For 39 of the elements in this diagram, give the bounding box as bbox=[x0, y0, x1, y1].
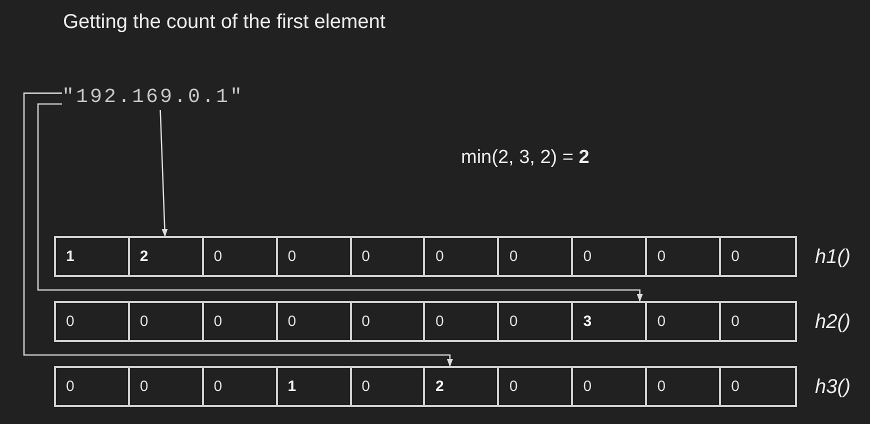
counter-cell: 0 bbox=[721, 368, 795, 405]
counter-cell: 2 bbox=[130, 238, 204, 275]
counter-cell: 0 bbox=[499, 368, 574, 405]
arrow bbox=[23, 92, 453, 367]
hash-function-label: h3() bbox=[815, 374, 851, 398]
counter-cell: 0 bbox=[204, 368, 278, 405]
counter-cell: 0 bbox=[352, 368, 426, 405]
counter-cell: 0 bbox=[647, 238, 722, 275]
counter-cell: 0 bbox=[573, 238, 648, 275]
counter-cell: 0 bbox=[278, 238, 352, 275]
counter-cell: 0 bbox=[352, 303, 426, 340]
counter-cell: 0 bbox=[204, 303, 278, 340]
arrow bbox=[37, 103, 643, 302]
counter-cell: 0 bbox=[278, 303, 352, 340]
counter-cell: 3 bbox=[573, 303, 648, 340]
counter-cell: 0 bbox=[426, 303, 500, 340]
counter-cell: 0 bbox=[721, 303, 795, 340]
counter-cell: 1 bbox=[278, 368, 352, 405]
counter-cell: 0 bbox=[573, 368, 648, 405]
input-string: "192.169.0.1" bbox=[62, 86, 244, 110]
counter-cell: 0 bbox=[647, 368, 722, 405]
counter-cell: 2 bbox=[426, 368, 500, 405]
hash-function-label: h1() bbox=[815, 244, 851, 268]
hash-function-label: h2() bbox=[815, 310, 851, 334]
arrow bbox=[160, 110, 168, 238]
counter-cell: 0 bbox=[499, 238, 574, 275]
counter-cell: 0 bbox=[130, 368, 204, 405]
diagram-title: Getting the count of the first element bbox=[63, 10, 386, 35]
counter-cell: 0 bbox=[426, 238, 500, 275]
counter-cell: 0 bbox=[204, 238, 278, 275]
counter-cell: 0 bbox=[56, 303, 130, 340]
counter-cell: 0 bbox=[352, 238, 426, 275]
counter-cell: 1 bbox=[56, 238, 130, 275]
counter-cell: 0 bbox=[499, 303, 574, 340]
counter-cell: 0 bbox=[130, 303, 204, 340]
counter-cell: 0 bbox=[721, 238, 795, 275]
formula-note: min(2, 3, 2) = 2 bbox=[461, 146, 590, 170]
counter-cell: 0 bbox=[647, 303, 722, 340]
counter-cell: 0 bbox=[56, 368, 130, 405]
